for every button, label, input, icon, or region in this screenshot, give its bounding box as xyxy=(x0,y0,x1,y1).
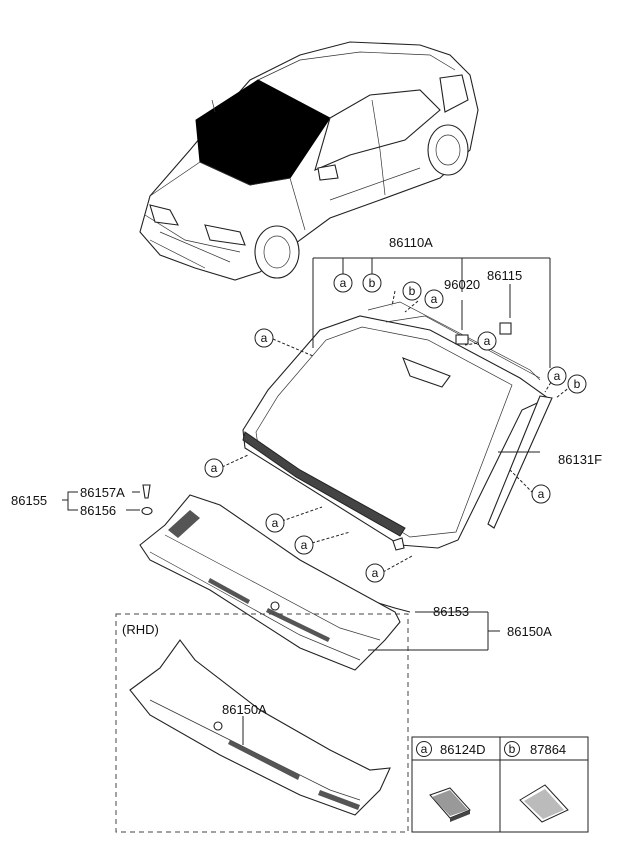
callout-circles: a b b a a a a b a a a a a xyxy=(204,273,587,583)
callout-a: a xyxy=(265,513,285,533)
label-86157A: 86157A xyxy=(80,485,125,500)
legend-b-letter: b xyxy=(509,742,516,756)
rhd-group-box xyxy=(115,613,409,833)
label-rhd: (RHD) xyxy=(122,622,159,637)
callout-a: a xyxy=(333,273,353,293)
svg-text:a: a xyxy=(538,487,545,501)
legend-a-letter: a xyxy=(421,742,428,756)
legend-table: a 86124D b 87864 xyxy=(411,736,589,833)
rhd-cowl-panel xyxy=(129,639,391,816)
callout-a: a xyxy=(547,366,567,386)
callout-b: b xyxy=(567,374,587,394)
label-96020: 96020 xyxy=(444,277,480,292)
rubber-pad-icon xyxy=(519,784,569,823)
callout-a: a xyxy=(365,563,385,583)
leader-lines xyxy=(62,257,551,745)
svg-text:b: b xyxy=(409,284,416,298)
label-86150A: 86150A xyxy=(507,624,552,639)
svg-text:b: b xyxy=(369,276,376,290)
svg-text:a: a xyxy=(340,276,347,290)
label-86115: 86115 xyxy=(487,268,522,283)
callout-a: a xyxy=(424,289,444,309)
side-moulding xyxy=(487,395,553,529)
callout-a: a xyxy=(531,484,551,504)
legend-b-part: 87864 xyxy=(530,742,566,757)
svg-text:b: b xyxy=(574,377,581,391)
legend-b: b 87864 xyxy=(504,741,566,757)
svg-text:a: a xyxy=(372,566,379,580)
cowl-panel xyxy=(139,494,401,671)
callout-a: a xyxy=(204,458,224,478)
label-86155: 86155 xyxy=(11,493,47,508)
callout-arrows xyxy=(221,290,576,573)
callout-a: a xyxy=(294,535,314,555)
label-86131F: 86131F xyxy=(558,452,602,467)
callout-a: a xyxy=(477,331,497,351)
label-rhd-86150A: 86150A xyxy=(222,702,267,717)
svg-text:a: a xyxy=(484,334,491,348)
label-86153: 86153 xyxy=(433,604,469,619)
label-86110A: 86110A xyxy=(389,235,433,250)
dam-pad-icon xyxy=(429,787,471,822)
svg-text:a: a xyxy=(301,538,308,552)
svg-text:a: a xyxy=(431,292,438,306)
callout-a: a xyxy=(254,328,274,348)
callout-b: b xyxy=(362,273,382,293)
svg-text:a: a xyxy=(554,369,561,383)
legend-a: a 86124D xyxy=(416,741,486,757)
label-86156: 86156 xyxy=(80,503,116,518)
windshield-glass xyxy=(242,301,550,551)
legend-a-part: 86124D xyxy=(440,742,486,757)
callout-b: b xyxy=(402,281,422,301)
svg-text:a: a xyxy=(211,461,218,475)
car-illustration xyxy=(139,41,479,281)
svg-text:a: a xyxy=(272,516,279,530)
svg-text:a: a xyxy=(261,331,268,345)
